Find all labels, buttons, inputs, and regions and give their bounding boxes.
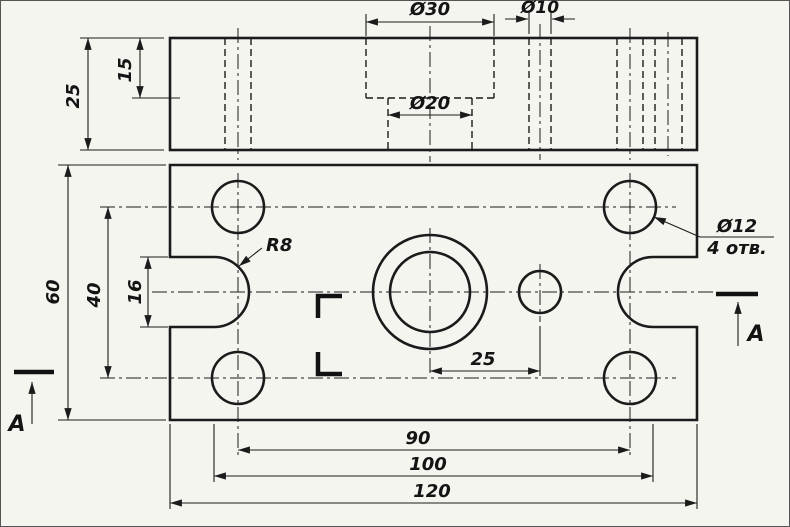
- plan-outline: [168, 163, 699, 422]
- dim-label-depth: 15: [115, 57, 136, 82]
- top-view-dimensions: Ø30 Ø10 Ø20 25 15: [63, 0, 575, 151]
- plan-dimensions: 25 90 100 120 60 40 16: [43, 164, 774, 509]
- section-trace-upper: [315, 293, 342, 318]
- dim-label-100: 100: [409, 454, 447, 475]
- dim-label-60: 60: [43, 279, 64, 304]
- top-view-hidden-lines: [224, 38, 683, 150]
- section-trace: [315, 293, 342, 377]
- dim-label-dia12: Ø12: [716, 216, 757, 237]
- dim-label-dia30: Ø30: [409, 0, 450, 20]
- dim-label-offset: 25: [470, 349, 495, 370]
- dim-label-r8: R8: [266, 235, 292, 256]
- section-trace-lower: [315, 352, 342, 377]
- dim-label-40: 40: [84, 282, 105, 308]
- top-view: Ø30 Ø10 Ø20 25 15: [63, 0, 699, 162]
- leader-line-dia12: [653, 216, 701, 238]
- plan-center-lines: [100, 173, 714, 455]
- top-view-outline: [168, 36, 699, 152]
- section-label-left: A: [6, 412, 25, 437]
- dim-label-dia10: Ø10: [520, 0, 559, 18]
- dim-label-dia20: Ø20: [409, 93, 450, 114]
- dim-label-120: 120: [413, 481, 451, 502]
- dim-label-90: 90: [405, 428, 430, 449]
- plan-view: 25 90 100 120 60 40 16: [43, 163, 774, 509]
- leader-line-r8: [238, 247, 263, 267]
- dim-label-16: 16: [125, 279, 146, 304]
- section-marks: A A: [6, 291, 765, 437]
- dim-label-thickness: 25: [63, 83, 84, 108]
- top-view-center-lines: [237, 24, 669, 162]
- dim-label-hole-count: 4 отв.: [706, 238, 767, 259]
- section-label-right: A: [745, 322, 764, 347]
